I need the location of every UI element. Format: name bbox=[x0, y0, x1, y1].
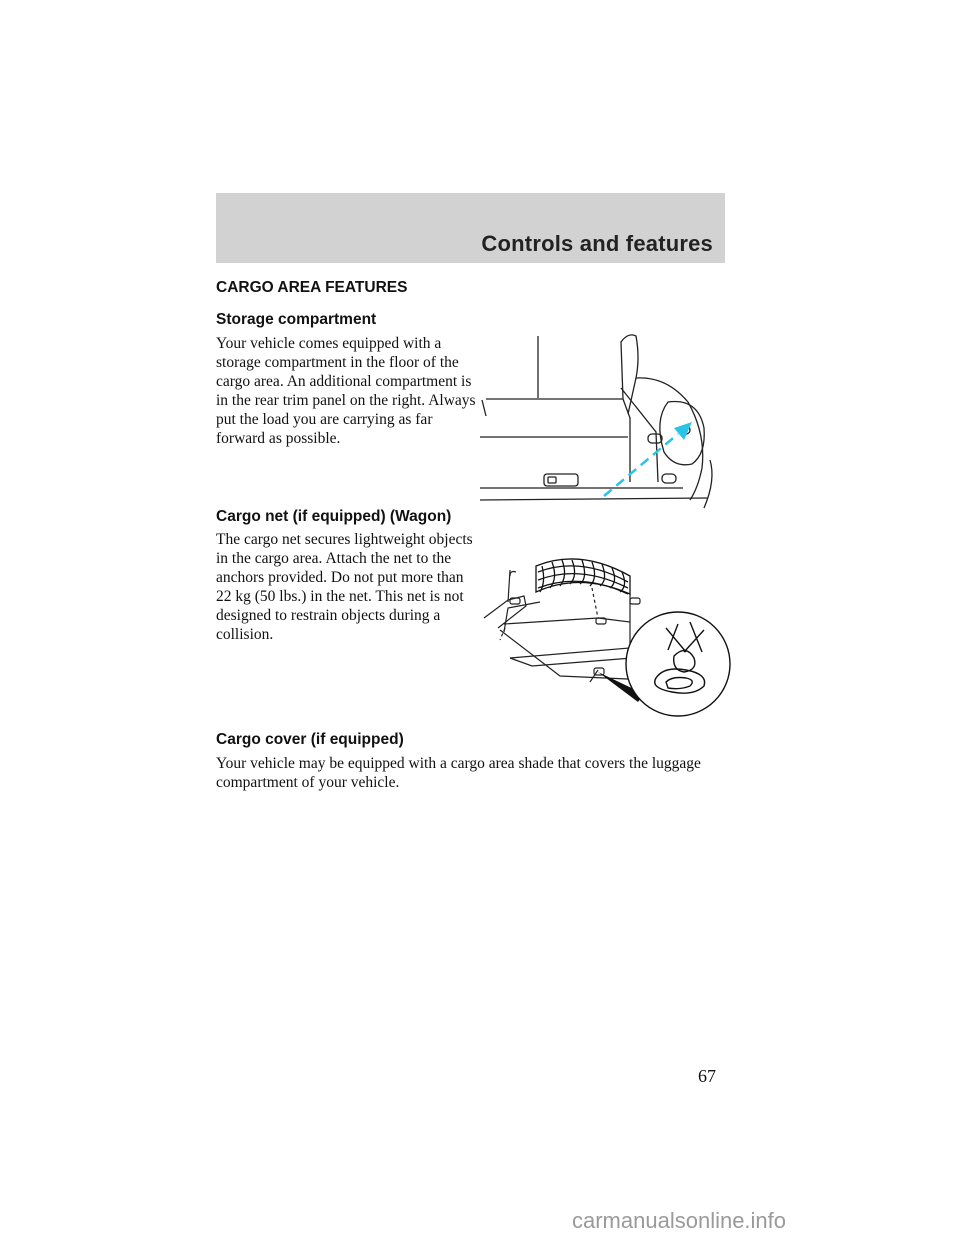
storage-compartment-heading: Storage compartment bbox=[216, 311, 377, 328]
storage-compartment-illustration bbox=[479, 334, 713, 509]
cargo-net-text: The cargo net secures lightweight object… bbox=[216, 531, 473, 643]
storage-compartment-text: Your vehicle comes equipped with a stora… bbox=[216, 335, 476, 447]
page-section-title: CARGO AREA FEATURES bbox=[216, 279, 408, 296]
cargo-net-illustration bbox=[483, 558, 731, 717]
cargo-net-heading: Cargo net (if equipped) (Wagon) bbox=[216, 508, 452, 525]
page-number: 67 bbox=[698, 1066, 716, 1086]
footer-watermark[interactable]: carmanualsonline.info bbox=[572, 1208, 787, 1233]
section-header-title: Controls and features bbox=[481, 231, 713, 256]
section-header-band: Controls and features bbox=[216, 193, 725, 263]
cargo-cover-text: Your vehicle may be equipped with a carg… bbox=[216, 755, 701, 791]
cargo-cover-heading: Cargo cover (if equipped) bbox=[216, 731, 404, 748]
